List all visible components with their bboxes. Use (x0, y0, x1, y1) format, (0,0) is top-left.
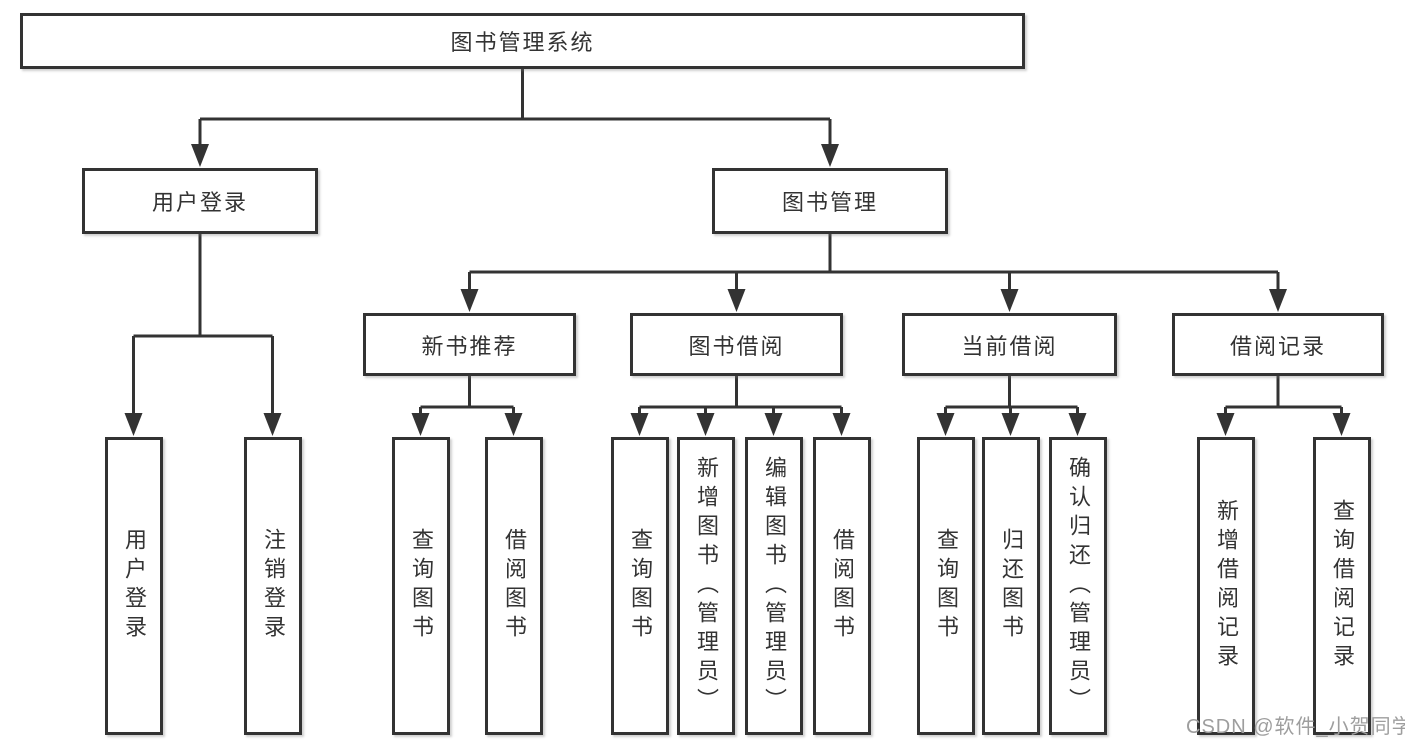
arrow-to-leaf-logout (263, 413, 282, 436)
leaf-query-borrow-record-label: 查询借阅记录 (1330, 499, 1355, 673)
node-borrow-records-label: 借阅记录 (1229, 333, 1326, 359)
node-root-system: 图书管理系统 (20, 13, 1025, 69)
arrow-to-book-management (821, 144, 839, 167)
node-book-management-label: 图书管理 (781, 190, 878, 215)
arrow-to-leaf-user-login (124, 413, 143, 436)
arrow-to-new-book-recommend (460, 289, 479, 312)
arrow-to-borrow-records (1269, 289, 1287, 312)
arrow-to-leaf-return-book (1001, 413, 1020, 436)
leaf-user-login-label: 用户登录 (122, 528, 147, 644)
node-new-book-recommend: 新书推荐 (363, 313, 576, 376)
leaf-return-book: 归还图书 (982, 437, 1040, 735)
leaf-return-book-label: 归还图书 (999, 528, 1024, 644)
leaf-borrow-book-2-label: 借阅图书 (830, 528, 855, 644)
leaf-query-book-1: 查询图书 (392, 437, 450, 735)
arrow-to-current-borrow (1000, 289, 1019, 312)
node-user-login-label: 用户登录 (151, 190, 248, 215)
leaf-add-book-label: 新增图书（管理员） (694, 455, 719, 717)
leaf-query-book-1-label: 查询图书 (409, 528, 434, 644)
node-borrow-records: 借阅记录 (1172, 313, 1384, 376)
leaf-confirm-return: 确认归还（管理员） (1049, 437, 1107, 735)
leaf-query-book-2: 查询图书 (611, 437, 669, 735)
arrow-to-leaf-add-book (696, 413, 715, 436)
leaf-logout: 注销登录 (244, 437, 302, 735)
leaf-edit-book: 编辑图书（管理员） (745, 437, 803, 735)
node-book-borrow-label: 图书借阅 (688, 333, 785, 359)
leaf-borrow-book-2: 借阅图书 (813, 437, 871, 735)
arrow-to-leaf-add-borrow-record (1216, 413, 1235, 436)
node-current-borrow: 当前借阅 (902, 313, 1117, 376)
node-root-label: 图书管理系统 (450, 30, 595, 55)
arrow-to-leaf-query-book-3 (936, 413, 955, 436)
leaf-add-book: 新增图书（管理员） (677, 437, 735, 735)
arrow-to-user-login (191, 144, 209, 167)
leaf-add-borrow-record: 新增借阅记录 (1197, 437, 1255, 735)
arrow-to-leaf-edit-book (764, 413, 783, 436)
arrow-to-leaf-query-book-2 (630, 413, 649, 436)
node-current-borrow-label: 当前借阅 (961, 333, 1058, 359)
leaf-user-login: 用户登录 (105, 437, 163, 735)
leaf-edit-book-label: 编辑图书（管理员） (762, 455, 787, 717)
node-book-management: 图书管理 (712, 168, 948, 234)
leaf-query-book-3-label: 查询图书 (934, 528, 959, 644)
arrow-to-leaf-query-book-1 (411, 413, 430, 436)
arrow-to-book-borrow (727, 289, 746, 312)
leaf-logout-label: 注销登录 (261, 528, 286, 644)
arrow-to-leaf-borrow-book-1 (504, 413, 523, 436)
watermark: CSDN @软件_小贺同学 (1186, 716, 1405, 738)
leaf-add-borrow-record-label: 新增借阅记录 (1214, 499, 1239, 673)
leaf-query-borrow-record: 查询借阅记录 (1313, 437, 1371, 735)
leaf-borrow-book-1: 借阅图书 (485, 437, 543, 735)
leaf-confirm-return-label: 确认归还（管理员） (1066, 455, 1091, 717)
node-book-borrow: 图书借阅 (630, 313, 843, 376)
node-new-book-recommend-label: 新书推荐 (421, 333, 518, 359)
leaf-query-book-3: 查询图书 (917, 437, 975, 735)
node-user-login: 用户登录 (82, 168, 318, 234)
leaf-borrow-book-1-label: 借阅图书 (502, 528, 527, 644)
arrow-to-leaf-borrow-book-2 (832, 413, 851, 436)
leaf-query-book-2-label: 查询图书 (628, 528, 653, 644)
arrow-to-leaf-query-borrow-record (1332, 413, 1351, 436)
arrow-to-leaf-confirm-return (1068, 413, 1087, 436)
